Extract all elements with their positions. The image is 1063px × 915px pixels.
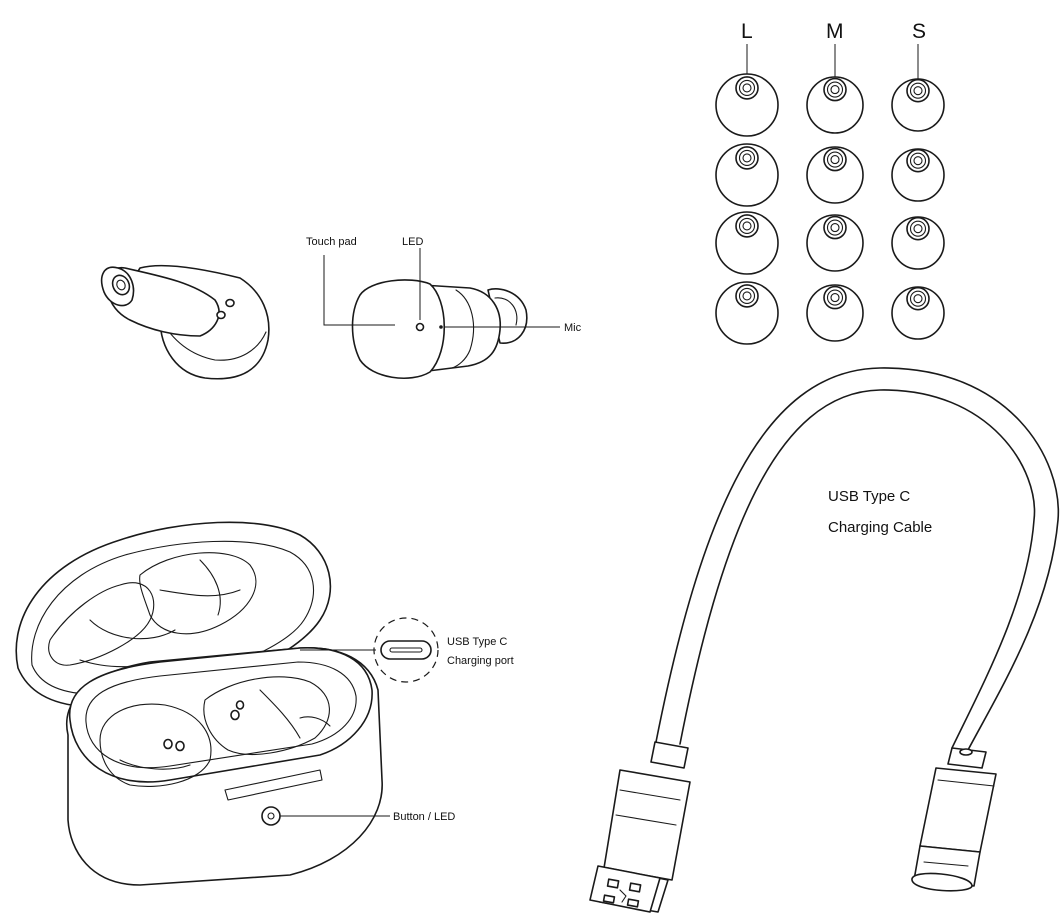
led-label: LED — [402, 236, 423, 248]
usb-port-label-line1: USB Type C — [447, 636, 507, 648]
usb-port-label-line2: Charging port — [447, 655, 514, 667]
ear-tip-l-4 — [715, 281, 779, 345]
ear-tip-l-2 — [715, 143, 779, 207]
cable-label-line2: Charging Cable — [828, 519, 932, 536]
earbud-side-view — [351, 279, 528, 379]
led-indicator — [415, 322, 425, 332]
usb-c-port — [380, 640, 432, 660]
usb-c-plug — [911, 747, 997, 892]
ear-tip-s-2 — [891, 148, 945, 202]
ear-tip-m-4 — [806, 284, 864, 342]
ear-tip-m-2 — [806, 146, 864, 204]
usb-a-plug — [589, 741, 691, 913]
ear-tip-s-4 — [891, 286, 945, 340]
ear-tip-size-l: L — [741, 20, 753, 43]
mic-label: Mic — [564, 322, 582, 334]
button-led-label: Button / LED — [393, 811, 455, 823]
usb-type-c-cable — [589, 367, 1060, 913]
ear-tip-s-1 — [891, 78, 945, 132]
touch-pad-label: Touch pad — [306, 236, 357, 248]
ear-tip-s-3 — [891, 216, 945, 270]
ear-tips-grid — [715, 73, 945, 345]
mic-hole — [439, 325, 443, 329]
ear-tip-size-m: M — [826, 20, 844, 43]
ear-tip-l-3 — [715, 211, 779, 275]
ear-tip-m-1 — [806, 76, 864, 134]
touch-pad-leader — [323, 255, 395, 326]
case-button — [261, 806, 281, 826]
ear-tip-m-3 — [806, 214, 864, 272]
ear-tip-l-1 — [715, 73, 779, 137]
ear-tip-size-s: S — [912, 20, 926, 43]
cable-label-line1: USB Type C — [828, 488, 910, 505]
charging-case — [15, 521, 383, 886]
earbud-angled-view — [100, 264, 270, 380]
